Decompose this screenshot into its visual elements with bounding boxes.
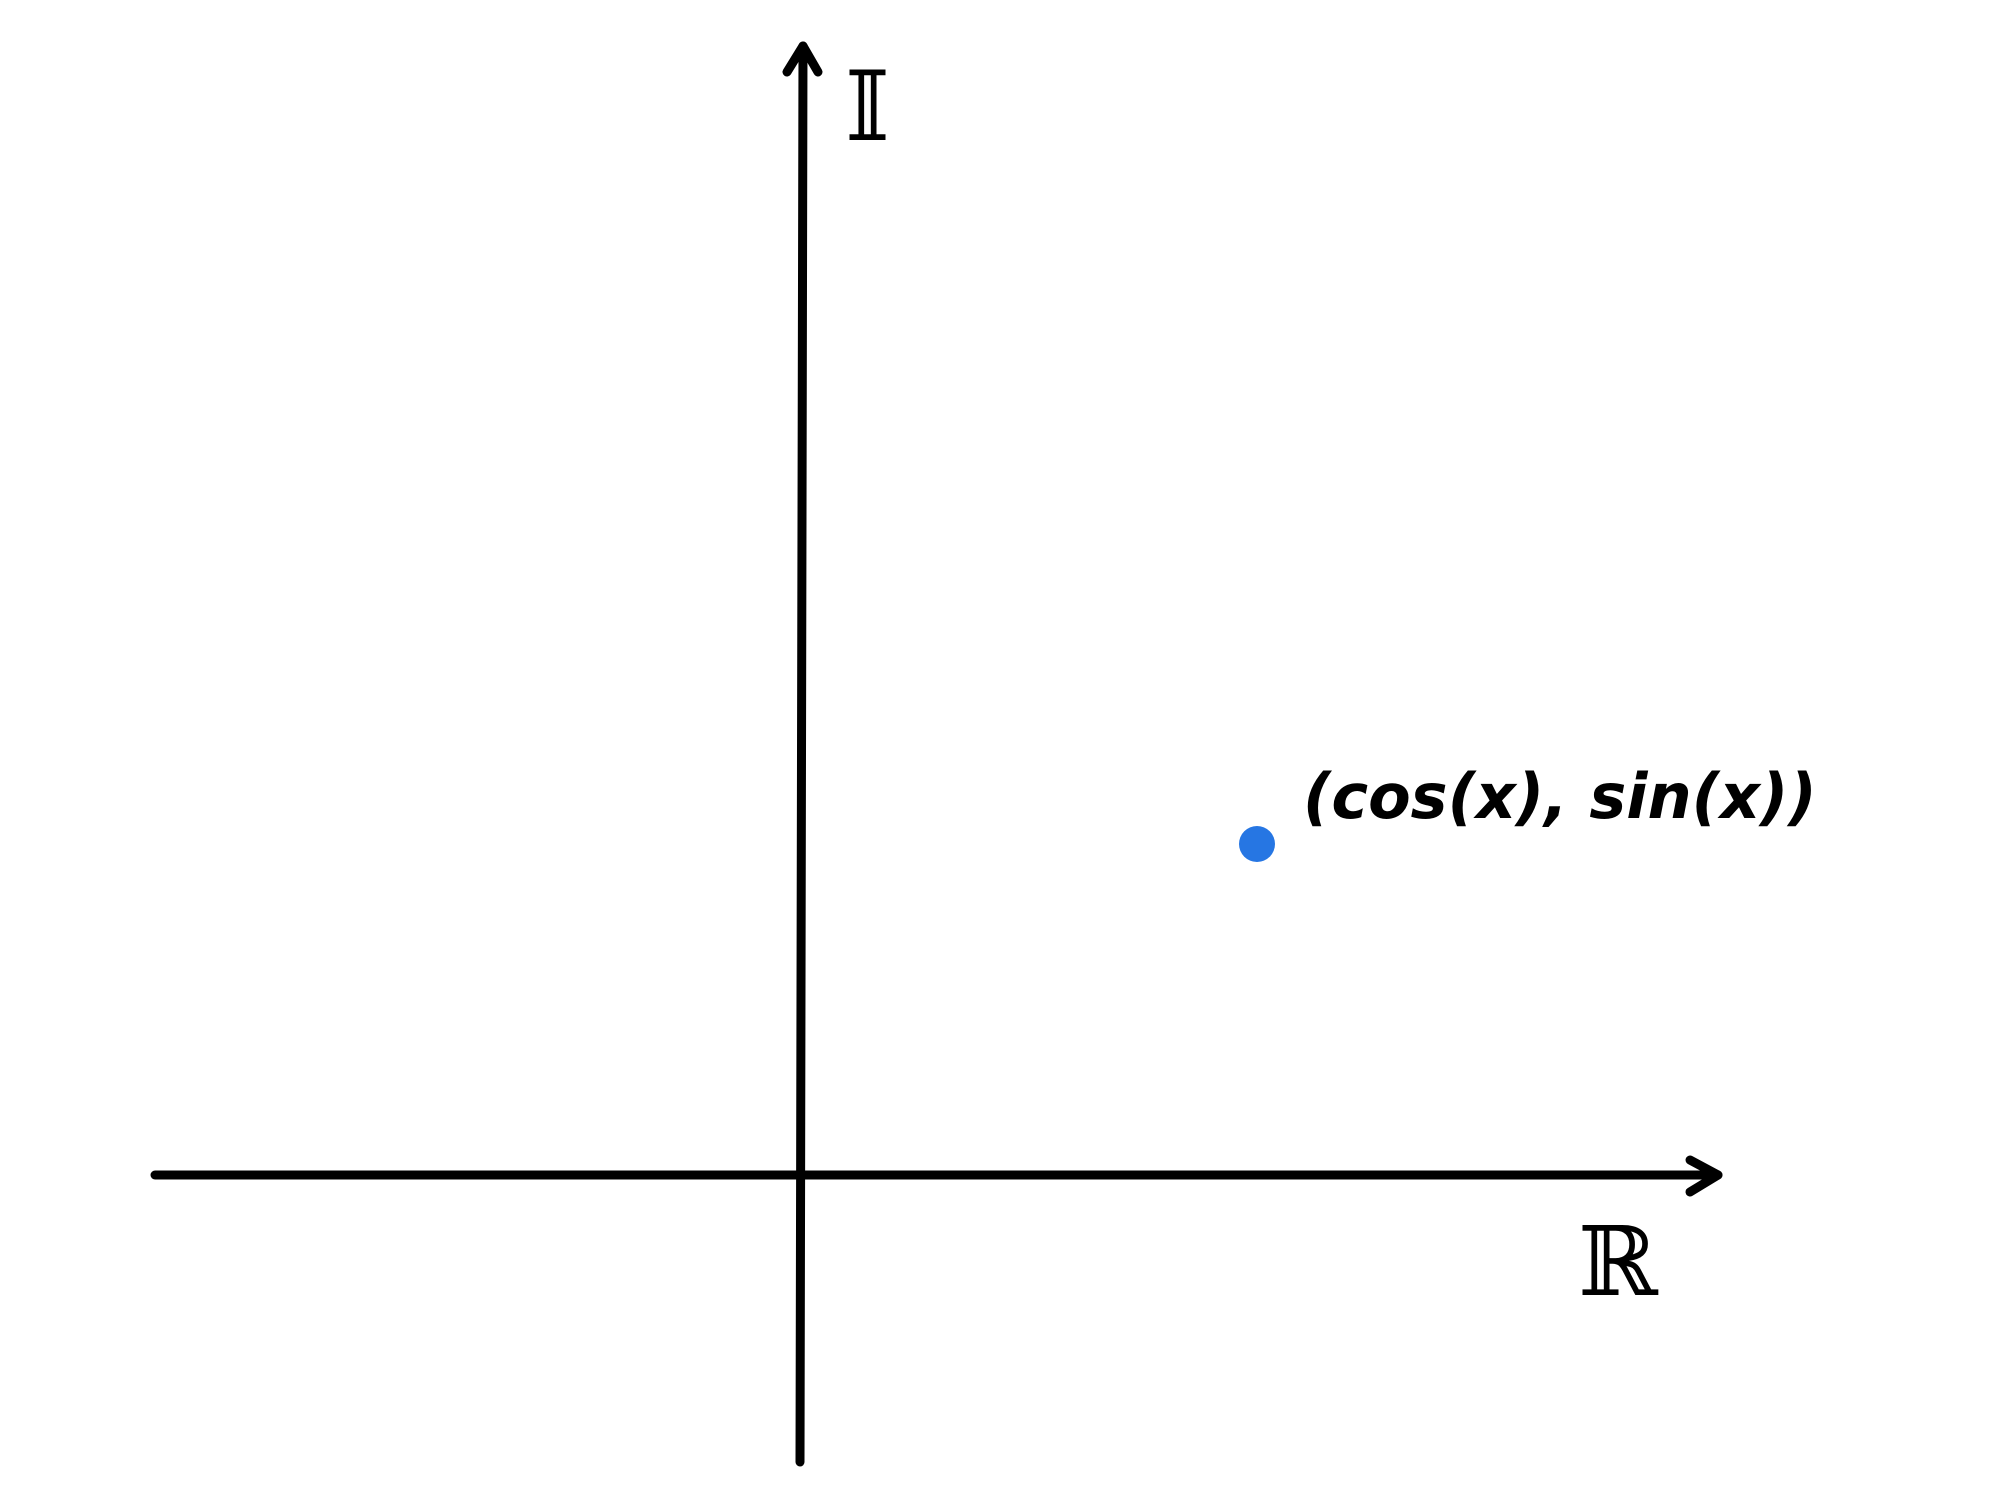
real-axis-arrowhead [1685,1155,1723,1197]
imaginary-axis-label: 𝕀 [845,51,890,163]
real-axis-label: ℝ [1578,1206,1659,1318]
point-label: (cos(x), sin(x)) [1303,760,1817,833]
imaginary-axis [795,41,808,1467]
point-marker [1239,826,1275,862]
imaginary-axis-arrowhead [782,41,823,77]
